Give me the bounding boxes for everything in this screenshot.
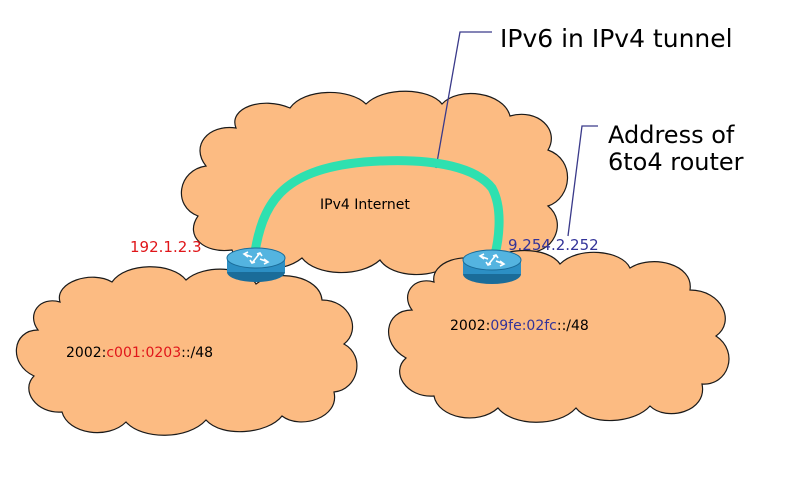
right-site-prefix: 2002:09fe:02fc::/48 bbox=[450, 318, 589, 334]
router-address-callout-line bbox=[567, 125, 598, 237]
router-callout-label-line1: Address of bbox=[608, 121, 735, 149]
router-callout-label-line2: 6to4 router bbox=[608, 148, 744, 176]
right-ipv6-site-cloud bbox=[388, 249, 730, 423]
left-site-prefix: 2002:c001:0203::/48 bbox=[66, 345, 213, 361]
ipv6-in-ipv4-tunnel bbox=[249, 156, 504, 263]
tunnel-callout-label: IPv6 in IPv4 tunnel bbox=[500, 24, 733, 53]
right-prefix-start: 2002: bbox=[450, 318, 490, 334]
left-prefix-end: ::/48 bbox=[181, 345, 213, 361]
left-prefix-embedded-ipv4: c001:0203 bbox=[106, 345, 181, 361]
right-prefix-end: ::/48 bbox=[557, 318, 589, 334]
right-prefix-embedded-ipv4: 09fe:02fc bbox=[490, 318, 557, 334]
left-6to4-router-icon bbox=[226, 247, 286, 282]
ipv4-internet-label: IPv4 Internet bbox=[320, 197, 410, 213]
left-ipv6-site-cloud bbox=[15, 266, 358, 436]
tunnel-callout-line bbox=[435, 31, 492, 169]
right-6to4-router-icon bbox=[462, 249, 522, 284]
right-router-ipv4-address: 9.254.2.252 bbox=[508, 236, 599, 254]
left-prefix-start: 2002: bbox=[66, 345, 106, 361]
left-router-ipv4-address: 192.1.2.3 bbox=[130, 238, 202, 256]
